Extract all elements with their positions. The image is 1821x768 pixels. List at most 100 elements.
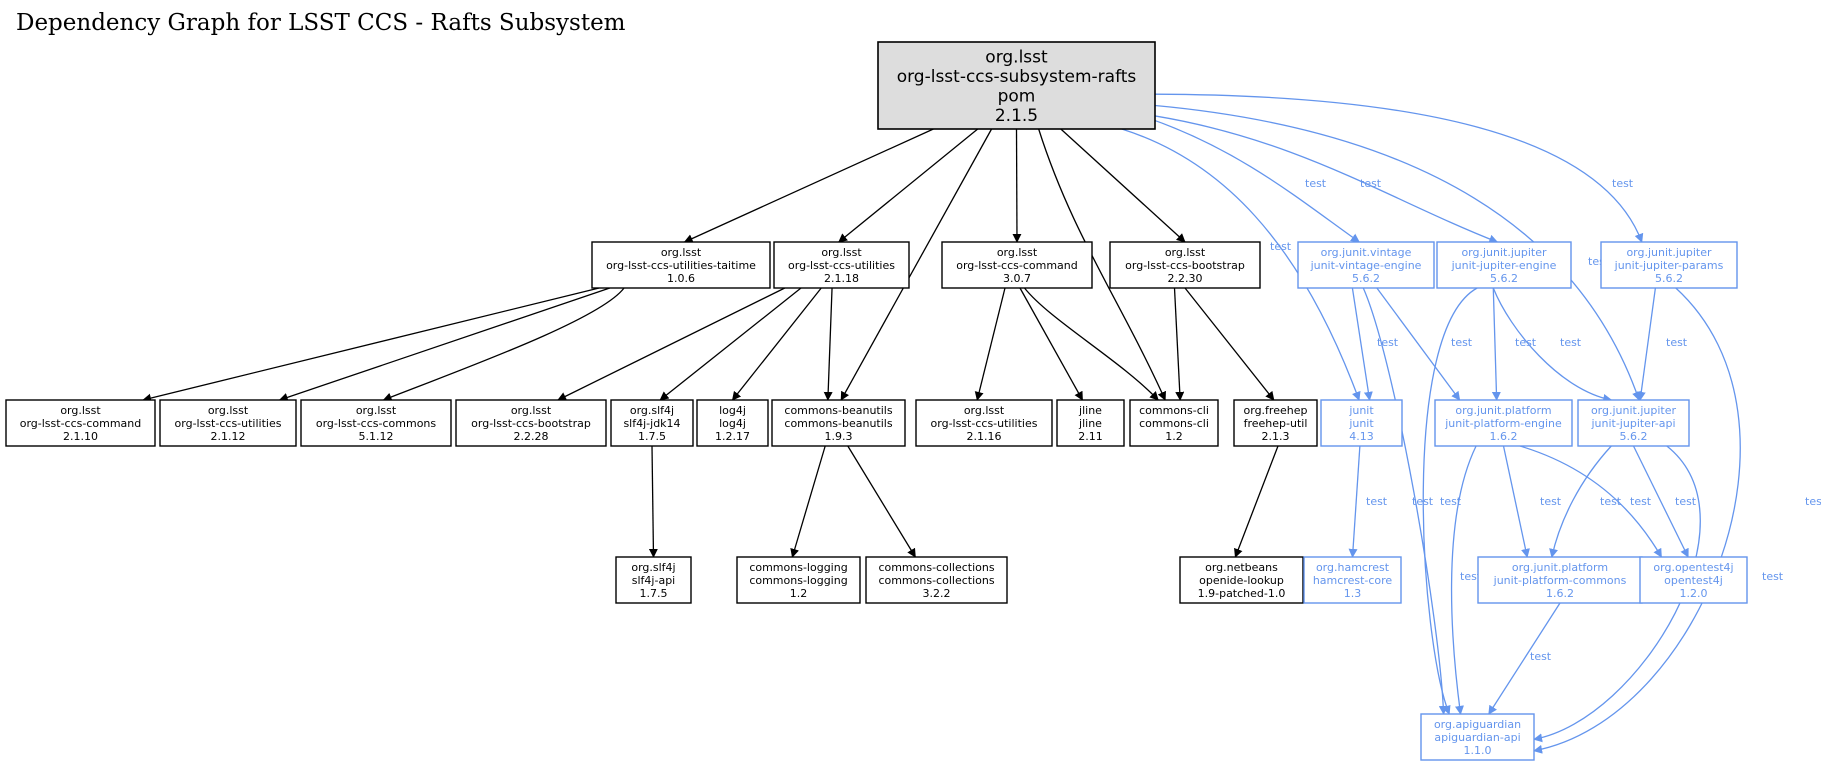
node-label-line: slf4j-jdk14 — [623, 417, 680, 430]
node-label-line: 4.13 — [1349, 430, 1374, 443]
edge-label: test — [1675, 495, 1697, 508]
edge-utilities2118-to-bootstrap2228 — [557, 287, 786, 401]
node-label-line: org.lsst — [985, 47, 1048, 67]
edge-platengine-to-opentest4j — [1519, 445, 1662, 558]
node-label-line: commons-cli — [1139, 417, 1209, 430]
node-box — [1320, 399, 1403, 447]
node-label-line: 5.1.12 — [359, 430, 394, 443]
edge-label: test — [1666, 336, 1688, 349]
node-label-line: pom — [998, 86, 1036, 106]
node-label-line: 1.9-patched-1.0 — [1198, 587, 1286, 600]
node-label-line: org-lsst-ccs-utilities — [175, 417, 282, 430]
node-label-line: jline — [1078, 404, 1102, 417]
node-box — [865, 556, 1008, 604]
node-box — [591, 241, 771, 289]
edge-root-to-jupparams — [1154, 93, 1644, 243]
node-box — [1577, 399, 1690, 447]
node-label-line: 5.6.2 — [1352, 272, 1380, 285]
node-label-line: commons-collections — [878, 561, 994, 574]
node-taitime[interactable]: org.lsstorg-lsst-ccs-utilities-taitime1.… — [591, 241, 771, 289]
node-label-line: org.lsst — [356, 404, 397, 417]
edge-command307-to-cli — [1023, 287, 1159, 401]
node-label-line: 2.1.3 — [1262, 430, 1290, 443]
node-label-line: org.lsst — [821, 246, 862, 259]
node-openide[interactable]: org.netbeansopenide-lookup1.9-patched-1.… — [1179, 556, 1304, 604]
node-label-line: org-lsst-ccs-bootstrap — [471, 417, 591, 430]
node-label-line: 1.6.2 — [1546, 587, 1574, 600]
edge-label: test — [1515, 336, 1537, 349]
node-label-line: org.lsst — [1165, 246, 1206, 259]
node-label-line: org.lsst — [661, 246, 702, 259]
node-label-line: org.slf4j — [630, 404, 674, 417]
node-label-line: 5.6.2 — [1490, 272, 1518, 285]
node-label-line: org.lsst — [208, 404, 249, 417]
edge-freehep-to-openide — [1234, 445, 1279, 558]
edge-root-to-cli — [1038, 128, 1166, 401]
node-label-line: jline — [1078, 417, 1102, 430]
edge-slf4jjdk-to-slf4japi — [648, 445, 658, 558]
edge-label: test — [1440, 495, 1462, 508]
node-jupengine[interactable]: org.junit.jupiterjunit-jupiter-engine5.6… — [1436, 241, 1572, 289]
node-label-line: org.junit.platform — [1455, 404, 1551, 417]
node-label-line: org.junit.jupiter — [1591, 404, 1677, 417]
edge-label: test — [1600, 495, 1622, 508]
node-label-line: commons-cli — [1139, 404, 1209, 417]
node-vintage[interactable]: org.junit.vintagejunit-vintage-engine5.6… — [1297, 241, 1435, 289]
node-label-line: junit-jupiter-params — [1614, 259, 1724, 272]
edge-root-to-command307 — [1012, 128, 1022, 243]
node-label-line: 3.0.7 — [1003, 272, 1031, 285]
node-jupparams[interactable]: org.junit.jupiterjunit-jupiter-params5.6… — [1600, 241, 1738, 289]
edge-vintage-to-platengine — [1376, 287, 1461, 401]
edge-beanutils-to-logging — [790, 445, 826, 558]
node-label-line: 1.1.0 — [1464, 744, 1492, 757]
node-label-line: 1.6.2 — [1490, 430, 1518, 443]
node-label-line: org.slf4j — [631, 561, 675, 574]
node-label-line: freehep-util — [1244, 417, 1308, 430]
node-label-line: 1.2 — [790, 587, 808, 600]
node-label-line: 1.3 — [1344, 587, 1362, 600]
edge-label: test — [1305, 177, 1327, 190]
edge-label: test — [1530, 650, 1552, 663]
node-root[interactable]: org.lsstorg-lsst-ccs-subsystem-raftspom2… — [877, 41, 1156, 130]
edge-root-to-jupapi — [1154, 104, 1641, 401]
node-box — [455, 399, 607, 447]
node-platengine[interactable]: org.junit.platformjunit-platform-engine1… — [1434, 399, 1573, 447]
node-box — [771, 399, 906, 447]
node-platcommons[interactable]: org.junit.platformjunit-platform-commons… — [1477, 556, 1643, 604]
node-box — [1434, 399, 1573, 447]
node-label-line: 1.9.3 — [825, 430, 853, 443]
node-box — [773, 241, 910, 289]
node-collections[interactable]: commons-collectionscommons-collections3.… — [865, 556, 1008, 604]
node-label-line: junit — [1348, 417, 1374, 430]
node-box — [1109, 241, 1261, 289]
edge-platengine-to-apiguardian — [1450, 445, 1477, 715]
node-label-line: 1.2 — [1165, 430, 1183, 443]
edge-root-to-bootstrap2230 — [1060, 128, 1186, 243]
node-box — [1233, 399, 1318, 447]
node-label-line: org-lsst-ccs-utilities-taitime — [606, 259, 756, 272]
node-label-line: 2.1.18 — [824, 272, 859, 285]
